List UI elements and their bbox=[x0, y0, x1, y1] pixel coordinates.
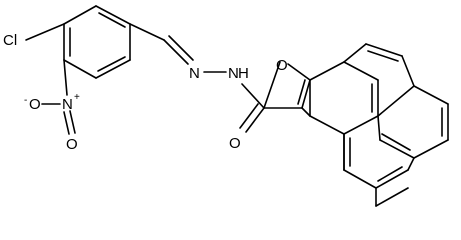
chloronitrophenyl-ring bbox=[63, 5, 131, 79]
bond bbox=[375, 169, 409, 189]
chemical-structure-diagram: Cl N + O O - N N H O O bbox=[3, 5, 449, 207]
atom-carbonyl-oxygen: O bbox=[229, 135, 241, 152]
bond bbox=[297, 79, 306, 105]
bond bbox=[343, 61, 379, 81]
bond bbox=[25, 23, 65, 41]
bond bbox=[343, 115, 379, 135]
bond bbox=[63, 59, 68, 96]
bond bbox=[63, 111, 70, 135]
atom-nitro-oxygen-double: O bbox=[66, 136, 78, 153]
atom-nitro-oxygen-single: O bbox=[29, 96, 41, 113]
bond bbox=[69, 110, 76, 134]
bond bbox=[381, 133, 411, 151]
atom-hydrazide-hydrogen: H bbox=[238, 65, 249, 82]
atom-hydrazide-nitrogen: N bbox=[228, 65, 239, 82]
bond bbox=[98, 12, 126, 28]
bond bbox=[343, 43, 367, 63]
bond bbox=[377, 115, 381, 141]
naphthalene-core bbox=[301, 43, 449, 207]
bond bbox=[301, 79, 311, 109]
atom-nitro-nitrogen: N bbox=[62, 96, 73, 113]
bond bbox=[97, 56, 126, 72]
bond bbox=[263, 61, 281, 109]
bond bbox=[367, 50, 399, 62]
bond bbox=[239, 103, 259, 129]
bond bbox=[63, 5, 97, 25]
bond bbox=[309, 115, 345, 135]
bond bbox=[309, 61, 345, 81]
bond bbox=[168, 35, 194, 61]
bond bbox=[413, 139, 449, 159]
bond bbox=[377, 85, 415, 117]
bond bbox=[343, 169, 377, 189]
bond bbox=[63, 59, 97, 79]
bond bbox=[407, 157, 415, 171]
bond bbox=[245, 107, 265, 133]
nitro-minus-charge: - bbox=[24, 95, 27, 106]
bond bbox=[377, 166, 403, 182]
bond bbox=[379, 139, 415, 159]
bond bbox=[95, 5, 131, 25]
furan-ring: O bbox=[263, 57, 311, 109]
nitro-plus-charge: + bbox=[74, 92, 80, 103]
bond bbox=[375, 187, 409, 207]
bond bbox=[241, 83, 265, 109]
atom-imine-nitrogen: N bbox=[189, 65, 200, 82]
bond bbox=[401, 55, 415, 87]
bond bbox=[287, 63, 311, 81]
bond bbox=[413, 85, 449, 105]
atom-furan-oxygen: O bbox=[276, 57, 288, 74]
bond bbox=[95, 59, 131, 79]
bond bbox=[163, 39, 189, 65]
bond bbox=[301, 107, 311, 117]
atom-chlorine: Cl bbox=[3, 32, 17, 49]
bond bbox=[365, 43, 403, 57]
bond bbox=[129, 23, 165, 41]
